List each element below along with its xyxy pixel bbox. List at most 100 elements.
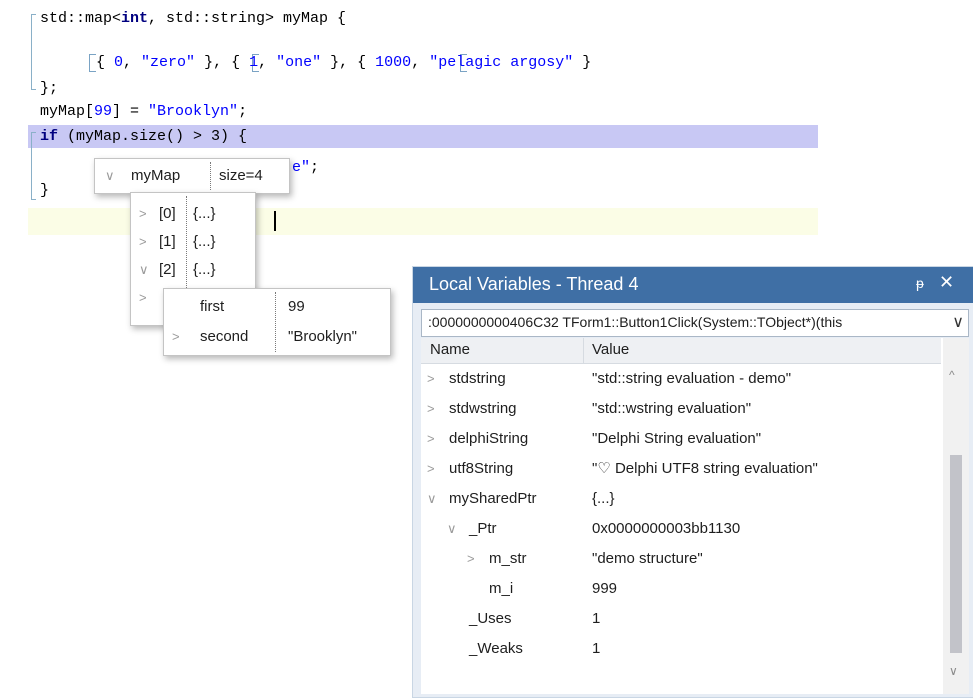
item-index: [1] bbox=[159, 233, 176, 250]
variable-value: "std::string evaluation - demo" bbox=[592, 370, 792, 387]
local-variables-window[interactable]: Local Variables - Thread 4 ᵽ ✕ :00000000… bbox=[412, 266, 973, 698]
code-line-7: } bbox=[40, 182, 50, 199]
variable-name: delphiString bbox=[449, 430, 529, 447]
scroll-up-icon[interactable]: ^ bbox=[949, 368, 955, 382]
variable-name: _Weaks bbox=[469, 640, 523, 657]
variable-row[interactable]: _Uses 1 bbox=[421, 604, 941, 634]
pin-icon[interactable]: ᵽ bbox=[916, 275, 924, 291]
variable-row[interactable]: ∨ mySharedPtr {...} bbox=[421, 484, 941, 514]
variable-name: m_i bbox=[489, 580, 514, 597]
variable-value: "♡ Delphi UTF8 string evaluation" bbox=[592, 460, 818, 477]
item-value: {...} bbox=[193, 233, 216, 250]
tooltip-item[interactable]: > bbox=[131, 285, 255, 311]
tooltip-pair-row[interactable]: first 99 bbox=[164, 294, 390, 320]
variable-name: stdwstring bbox=[449, 400, 517, 417]
chevron-right-icon[interactable]: > bbox=[427, 431, 435, 446]
vertical-scrollbar[interactable]: ^ ∨ bbox=[943, 338, 969, 694]
code-line-1: std::map<int, std::string> myMap { bbox=[40, 10, 347, 27]
fold-guide bbox=[31, 132, 32, 200]
field-name: first bbox=[200, 298, 225, 315]
code-line-6: e"; bbox=[292, 159, 320, 176]
tooltip-item[interactable]: ∨ [2] {...} bbox=[131, 257, 255, 283]
chevron-right-icon[interactable]: > bbox=[427, 461, 435, 476]
chevron-right-icon[interactable]: > bbox=[467, 551, 475, 566]
variable-name: stdstring bbox=[449, 370, 506, 387]
tooltip-mymap[interactable]: ∨ myMap size=4 bbox=[94, 158, 290, 194]
column-separator bbox=[186, 196, 187, 322]
fold-guide-top bbox=[31, 14, 36, 15]
chevron-right-icon[interactable]: > bbox=[139, 206, 147, 221]
variable-row[interactable]: > m_str "demo structure" bbox=[421, 544, 941, 574]
item-value: {...} bbox=[193, 261, 216, 278]
item-index: [2] bbox=[159, 261, 176, 278]
fold-guide-end bbox=[31, 89, 36, 90]
variable-row[interactable]: > delphiString "Delphi String evaluation… bbox=[421, 424, 941, 454]
variable-row[interactable]: > stdstring "std::string evaluation - de… bbox=[421, 364, 941, 394]
column-header-name[interactable]: Name bbox=[430, 341, 471, 358]
code-line-5: if (myMap.size() > 3) { bbox=[40, 128, 248, 145]
field-value: 99 bbox=[288, 298, 305, 315]
chevron-down-icon[interactable]: ∨ bbox=[139, 262, 149, 277]
tooltip-pair[interactable]: first 99 > second "Brooklyn" bbox=[163, 288, 391, 356]
variable-value: 999 bbox=[592, 580, 618, 597]
column-header-value[interactable]: Value bbox=[592, 341, 630, 358]
item-index: [0] bbox=[159, 205, 176, 222]
text-caret bbox=[274, 211, 276, 231]
chevron-down-icon[interactable]: ∨ bbox=[949, 312, 964, 332]
chevron-right-icon[interactable]: > bbox=[139, 234, 147, 249]
chevron-down-icon[interactable]: ∨ bbox=[105, 168, 115, 183]
scrollbar-thumb[interactable] bbox=[950, 455, 962, 653]
variable-name: _Ptr bbox=[469, 520, 497, 537]
variable-value: 1 bbox=[592, 610, 601, 627]
variable-value: 0x0000000003bb1130 bbox=[592, 520, 741, 537]
variable-name: utf8String bbox=[449, 460, 514, 477]
stack-frame-value: :0000000000406C32 TForm1::Button1Click(S… bbox=[428, 314, 843, 330]
item-value: {...} bbox=[193, 205, 216, 222]
column-separator bbox=[210, 162, 211, 190]
window-title: Local Variables - Thread 4 bbox=[429, 274, 639, 294]
code-line-3: }; bbox=[40, 80, 59, 97]
tooltip-item[interactable]: > [1] {...} bbox=[131, 229, 255, 255]
chevron-right-icon[interactable]: > bbox=[172, 329, 180, 344]
grid-header: Name Value bbox=[421, 338, 941, 364]
fold-guide bbox=[31, 14, 32, 90]
fold-guide-top bbox=[31, 132, 36, 133]
tooltip-item[interactable]: > [0] {...} bbox=[131, 201, 255, 227]
brace-match-marker bbox=[252, 54, 259, 72]
variable-row[interactable]: m_i 999 bbox=[421, 574, 941, 604]
column-separator bbox=[275, 292, 276, 352]
variable-row[interactable]: ∨ _Ptr 0x0000000003bb1130 bbox=[421, 514, 941, 544]
variable-row[interactable]: > utf8String "♡ Delphi UTF8 string evalu… bbox=[421, 454, 941, 484]
variable-value: 1 bbox=[592, 640, 601, 657]
variable-row[interactable]: > stdwstring "std::wstring evaluation" bbox=[421, 394, 941, 424]
window-titlebar[interactable]: Local Variables - Thread 4 ᵽ ✕ bbox=[413, 267, 973, 303]
tooltip-pair-row[interactable]: > second "Brooklyn" bbox=[164, 324, 390, 350]
variable-row[interactable]: _Weaks 1 bbox=[421, 634, 941, 664]
variable-name: mySharedPtr bbox=[449, 490, 537, 507]
brace-match-marker bbox=[460, 54, 467, 72]
variable-name: myMap bbox=[131, 167, 181, 184]
chevron-down-icon[interactable]: ∨ bbox=[427, 491, 437, 506]
scroll-down-icon[interactable]: ∨ bbox=[949, 664, 958, 678]
field-name: second bbox=[200, 328, 249, 345]
chevron-right-icon[interactable]: > bbox=[427, 371, 435, 386]
variable-name: m_str bbox=[489, 550, 527, 567]
fold-guide-end bbox=[31, 199, 36, 200]
code-line-2: { 0, "zero" }, { 1, "one" }, { 1000, "pe… bbox=[96, 54, 592, 71]
column-divider[interactable] bbox=[583, 338, 584, 363]
variable-value: size=4 bbox=[219, 167, 263, 184]
code-line-4: myMap[99] = "Brooklyn"; bbox=[40, 103, 248, 120]
variable-value: "Delphi String evaluation" bbox=[592, 430, 762, 447]
stack-frame-select[interactable]: :0000000000406C32 TForm1::Button1Click(S… bbox=[421, 309, 969, 337]
chevron-down-icon[interactable]: ∨ bbox=[447, 521, 457, 536]
tooltip-mymap-row[interactable]: ∨ myMap size=4 bbox=[95, 163, 289, 189]
brace-match-marker bbox=[89, 54, 96, 72]
variable-name: _Uses bbox=[469, 610, 512, 627]
variable-value: "std::wstring evaluation" bbox=[592, 400, 752, 417]
close-icon[interactable]: ✕ bbox=[939, 272, 955, 292]
chevron-right-icon[interactable]: > bbox=[139, 290, 147, 305]
execution-point-highlight bbox=[28, 125, 818, 148]
variable-value: "demo structure" bbox=[592, 550, 703, 567]
locals-grid[interactable]: Name Value > stdstring "std::string eval… bbox=[421, 338, 969, 694]
chevron-right-icon[interactable]: > bbox=[427, 401, 435, 416]
